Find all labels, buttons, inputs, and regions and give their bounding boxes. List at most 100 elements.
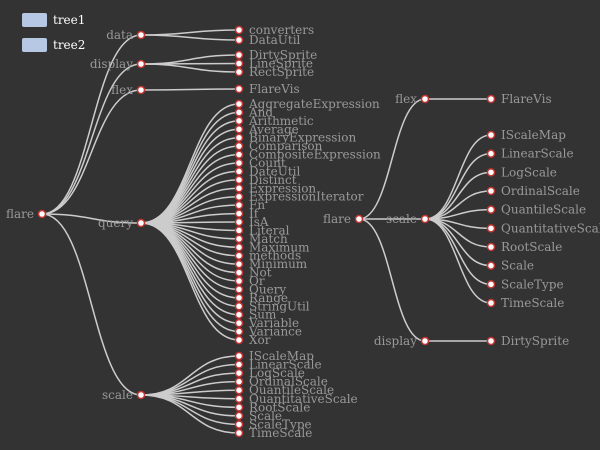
tree-node-tree2-flex-flarevis[interactable] bbox=[486, 94, 496, 104]
node-label-tree1-display: display bbox=[90, 57, 133, 71]
tree-node-tree2-scale-quantitativescale[interactable] bbox=[486, 224, 496, 233]
tree-node-tree1-scale-ordinalscale[interactable] bbox=[234, 377, 244, 386]
tree-node-tree1-query-methods[interactable] bbox=[234, 251, 244, 260]
links-layer bbox=[41, 29, 492, 434]
tree-node-tree1-scale-linearscale[interactable] bbox=[234, 360, 244, 369]
tree-node-tree2-scale[interactable] bbox=[420, 214, 430, 224]
tree-node-tree1-query-compositeexpression[interactable] bbox=[234, 150, 244, 159]
tree-node-tree1-scale[interactable] bbox=[136, 390, 146, 400]
node-label-tree1-query-arithmetic: Arithmetic bbox=[248, 114, 314, 128]
node-label-tree1-query-xor: Xor bbox=[249, 333, 271, 347]
tree-node-tree1-scale-timescale[interactable] bbox=[234, 428, 244, 438]
tree-node-tree1-query-count[interactable] bbox=[234, 158, 244, 168]
tree-node-tree1-query-binaryexpression[interactable] bbox=[234, 133, 244, 142]
tree-node-tree1-query-stringutil[interactable] bbox=[234, 302, 244, 311]
node-label-tree1-data-datautil: DataUtil bbox=[249, 33, 301, 47]
tree-node-tree1-query-maximum[interactable] bbox=[234, 243, 244, 252]
tree-link-tree2-scale-timescale bbox=[424, 218, 492, 304]
node-label-tree1-scale-logscale: LogScale bbox=[249, 366, 305, 380]
tree-node-tree1-query-comparison[interactable] bbox=[234, 141, 244, 151]
tree-node-tree1-root[interactable] bbox=[37, 209, 47, 219]
node-label-tree2-scale-quantitativescale: QuantitativeScale bbox=[501, 221, 600, 235]
tree-node-tree1-scale-scaletype[interactable] bbox=[234, 420, 244, 429]
tree-link-tree1-flex bbox=[41, 89, 142, 215]
tree-node-tree2-scale-scale[interactable] bbox=[486, 261, 496, 270]
tree-node-tree1-display-linesprite[interactable] bbox=[234, 59, 244, 68]
tree-node-tree2-scale-logscale[interactable] bbox=[486, 168, 496, 177]
tree-node-tree1-query-dateutil[interactable] bbox=[234, 167, 244, 176]
tree-link-tree1-display-rectsprite bbox=[140, 63, 240, 73]
tree-node-tree1-flex-flarevis[interactable] bbox=[234, 84, 244, 94]
node-label-tree2-scale-iscalemap: IScaleMap bbox=[501, 128, 566, 142]
node-label-tree1-scale-scale: Scale bbox=[249, 409, 282, 423]
tree-node-tree2-scale-quantilescale[interactable] bbox=[486, 205, 496, 214]
tree-node-tree1-query-sum[interactable] bbox=[234, 310, 244, 319]
node-label-tree1-display-rectsprite: RectSprite bbox=[249, 65, 314, 79]
tree-node-tree2-flex[interactable] bbox=[420, 94, 430, 104]
tree-node-tree1-query-range[interactable] bbox=[234, 293, 244, 303]
tree-node-tree2-scale-scaletype[interactable] bbox=[486, 280, 496, 289]
node-label-tree1-query-binaryexpression: BinaryExpression bbox=[249, 131, 356, 145]
tree-node-tree1-data-converters[interactable] bbox=[234, 25, 244, 35]
legend-label-tree2: tree2 bbox=[53, 37, 86, 52]
tree-node-tree1-scale-logscale[interactable] bbox=[234, 368, 244, 378]
tree-node-tree2-display[interactable] bbox=[420, 336, 430, 346]
tree-node-tree1-query-aggregateexpression[interactable] bbox=[234, 99, 244, 109]
tree-node-tree2-scale-ordinalscale[interactable] bbox=[486, 186, 496, 196]
tree-node-tree1-display-rectsprite[interactable] bbox=[234, 67, 244, 77]
tree-node-tree2-scale-iscalemap[interactable] bbox=[486, 130, 496, 140]
tree-link-tree1-scale bbox=[41, 213, 142, 396]
node-label-tree2-scale-scale: Scale bbox=[501, 259, 534, 273]
tree-node-tree1-scale-iscalemap[interactable] bbox=[234, 351, 244, 361]
node-label-tree1-scale-quantilescale: QuantileScale bbox=[249, 383, 334, 397]
tree-node-tree1-query-expression[interactable] bbox=[234, 184, 244, 193]
tree-node-tree1-query-or[interactable] bbox=[234, 276, 244, 286]
tree-node-tree1-query-xor[interactable] bbox=[234, 335, 244, 345]
tree-node-tree2-root[interactable] bbox=[354, 214, 364, 224]
tree-node-tree1-query-variable[interactable] bbox=[234, 318, 244, 328]
tree-node-tree2-display-dirtysprite[interactable] bbox=[486, 336, 496, 346]
node-label-tree1-flex-flarevis: FlareVis bbox=[249, 82, 300, 96]
node-label-tree1-query-literal: Literal bbox=[249, 223, 290, 237]
tree-node-tree1-query-average[interactable] bbox=[234, 125, 244, 134]
tree-link-tree1-scale-timescale bbox=[140, 394, 240, 434]
tree-node-tree1-query-match[interactable] bbox=[234, 234, 244, 244]
tree-node-tree1-scale-rootscale[interactable] bbox=[234, 403, 244, 412]
tree-node-tree1-display[interactable] bbox=[136, 59, 146, 69]
tree-node-tree1-query-literal[interactable] bbox=[234, 226, 244, 235]
tree-node-tree1-scale-scale[interactable] bbox=[234, 411, 244, 421]
tree-node-tree1-data-datautil[interactable] bbox=[234, 35, 244, 45]
node-label-tree1-query-compositeexpression: CompositeExpression bbox=[249, 148, 381, 162]
tree-node-tree2-scale-linearscale[interactable] bbox=[486, 149, 496, 158]
node-label-tree2-display: display bbox=[374, 334, 417, 348]
tree-node-tree1-flex[interactable] bbox=[136, 85, 146, 95]
tree-link-tree1-query-average bbox=[140, 128, 240, 224]
legend-item-tree1[interactable]: tree1 bbox=[22, 12, 85, 27]
tree-node-tree1-query-expressioniterator[interactable] bbox=[234, 192, 244, 201]
tree-node-tree1-query-variance[interactable] bbox=[234, 327, 244, 336]
node-label-tree1-query-methods: methods bbox=[249, 249, 301, 263]
tree-node-tree1-query-not[interactable] bbox=[234, 268, 244, 277]
legend-item-tree2[interactable]: tree2 bbox=[22, 37, 85, 52]
node-label-tree1-query-distinct: Distinct bbox=[249, 173, 297, 187]
tree-node-tree1-query-fn[interactable] bbox=[234, 200, 244, 210]
tree-node-tree1-query-if[interactable] bbox=[234, 209, 244, 218]
tree-node-tree1-scale-quantitativescale[interactable] bbox=[234, 394, 244, 404]
node-label-tree2-scale-logscale: LogScale bbox=[501, 165, 557, 179]
node-label-tree1-query-not: Not bbox=[249, 266, 272, 280]
tree-node-tree1-data[interactable] bbox=[136, 30, 146, 40]
tree-node-tree1-query-arithmetic[interactable] bbox=[234, 116, 244, 126]
tree-node-tree1-query-minimum[interactable] bbox=[234, 259, 244, 269]
tree-link-tree1-scale-scaletype bbox=[140, 394, 240, 426]
tree-node-tree1-scale-quantilescale[interactable] bbox=[234, 385, 244, 395]
tree-node-tree1-display-dirtysprite[interactable] bbox=[234, 50, 244, 60]
tree-node-tree1-query[interactable] bbox=[136, 218, 146, 228]
tree-node-tree1-query-distinct[interactable] bbox=[234, 175, 244, 185]
tree-node-tree2-scale-timescale[interactable] bbox=[486, 298, 496, 308]
tree-node-tree2-scale-rootscale[interactable] bbox=[486, 242, 496, 252]
tree-node-tree1-query-isa[interactable] bbox=[234, 217, 244, 227]
tree-link-tree2-display bbox=[358, 218, 426, 342]
node-label-tree1-query-isa: IsA bbox=[249, 215, 269, 229]
tree-node-tree1-query-query[interactable] bbox=[234, 285, 244, 294]
tree-node-tree1-query-and[interactable] bbox=[234, 108, 244, 117]
